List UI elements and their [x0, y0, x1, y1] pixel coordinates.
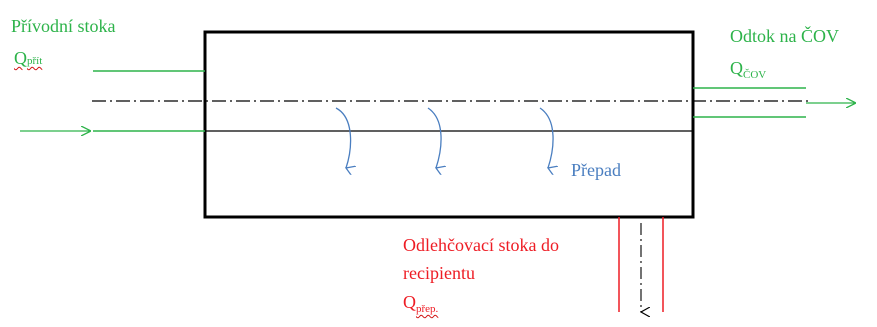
chamber-outline [203, 30, 695, 219]
outlet-q: Q [730, 58, 743, 78]
relief-title-line2: recipientu [403, 263, 475, 283]
outlet-q-subscript: ČOV [743, 69, 767, 81]
relief-q-subscript: přep. [416, 303, 439, 315]
overflow-arrow-1 [335, 107, 351, 168]
inlet-q: Q [14, 48, 27, 68]
overflow-arrow-2 [427, 107, 441, 168]
inlet-title: Přívodní stoka [11, 16, 116, 36]
overflow-label: Přepad [571, 160, 621, 180]
relief-flow-symbol: Qpřep. [403, 292, 438, 315]
outlet-title: Odtok na ČOV [730, 26, 839, 46]
overflow-arrow-3 [539, 107, 553, 168]
inlet-q-subscript: přít [27, 55, 43, 67]
relief-q: Q [403, 292, 416, 312]
outlet-flow-symbol: QČOV [730, 58, 766, 81]
relief-title-line1: Odlehčovací stoka do [403, 235, 559, 255]
inlet-flow-symbol: Qpřít [14, 49, 42, 67]
